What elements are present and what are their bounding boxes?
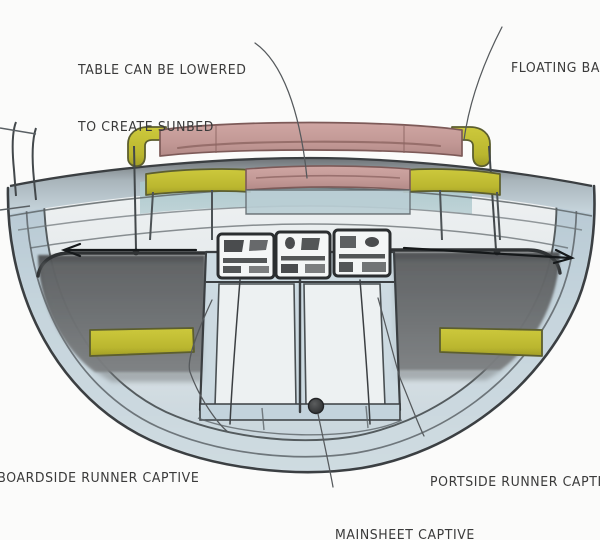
annotation-portside-runner-captive-line1: PORTSIDE RUNNER CAPTIV: [430, 473, 600, 489]
leader-table: [254, 42, 308, 179]
hull-outline: [6, 184, 596, 474]
control-line-port: [229, 279, 241, 425]
deck-step-line-2: [29, 223, 569, 249]
floating-backrest-cushion: [159, 121, 463, 157]
backrest-seam: [176, 140, 442, 150]
annotation-portside-runner-captive: PORTSIDE RUNNER CAPTIV: [430, 436, 600, 526]
floating-backrest-group: [127, 121, 491, 168]
clutch-block-mainsheet: [274, 230, 332, 280]
leader-mainsheet: [317, 413, 334, 488]
deck-rail-left-2: [0, 205, 31, 211]
arrow-port-head: [60, 242, 82, 258]
annotation-mainsheet-captive-line1: MAINSHEET CAPTIVE: [335, 526, 475, 540]
arrow-starboard-head: [552, 248, 576, 265]
lower-pad-port: [89, 327, 195, 357]
cockpit-seat-starboard-edge: [390, 248, 562, 275]
console-panel-right: [303, 283, 386, 407]
annotation-table-lowered-line2: TO CREATE SUNBED: [78, 118, 214, 135]
clutch-block-portside: [332, 228, 392, 278]
cushion-leg-3: [439, 189, 443, 241]
lower-pad-starboard: [439, 327, 543, 357]
seat-cushion-starboard: [403, 168, 501, 196]
bow-detail-lines: [197, 405, 403, 436]
console-panel-left: [214, 283, 297, 407]
cushion-leg-4: [496, 191, 501, 241]
annotation-starboardside-runner-captive-line1: RBOARDSIDE RUNNER CAPTIVE: [0, 469, 200, 485]
table-front-face: [246, 190, 410, 214]
hull-inner-gunwale: [25, 187, 578, 458]
table-cushion: [245, 165, 411, 191]
backrest-cap-left: [127, 126, 167, 168]
deck-rail-left: [0, 127, 37, 135]
cushion-leg-1: [149, 191, 154, 241]
control-lines-group: [229, 278, 371, 425]
annotation-mainsheet-captive: MAINSHEET CAPTIVE: [335, 489, 475, 540]
drain-hole: [307, 397, 325, 415]
arrow-group: [60, 242, 576, 265]
deck-post-outer-left: [11, 121, 17, 197]
stanchion-left: [133, 145, 137, 251]
table-cushion-seam: [255, 174, 401, 179]
stanchion-right: [488, 145, 497, 251]
leader-floating: [463, 26, 503, 141]
annotation-floating-backrest: FLOATING BAC: [511, 22, 600, 112]
clutch-block-starboard: [216, 232, 276, 280]
annotation-table-lowered-line1: TABLE CAN BE LOWERED: [78, 61, 247, 78]
stanchion-group: [0, 121, 501, 256]
annotation-starboardside-runner-captive: RBOARDSIDE RUNNER CAPTIVE: [0, 432, 199, 522]
transom-deck-top-edge: [9, 156, 593, 188]
arrow-starboard-shaft: [402, 246, 572, 260]
leader-portside: [377, 297, 425, 437]
annotation-table-lowered: TABLE CAN BE LOWERED TO CREATE SUNBED: [78, 22, 247, 175]
transom-seat-cushions: [145, 165, 501, 241]
table-front-outline: [245, 189, 411, 215]
leader-line-group: [188, 26, 503, 488]
control-line-starboard: [359, 279, 371, 425]
clutch-block-group: [216, 228, 392, 280]
leader-starboard: [188, 299, 229, 433]
deck-post-inner-left: [31, 127, 37, 201]
transom-lower-edge: [9, 187, 593, 217]
annotation-floating-backrest-line1: FLOATING BAC: [511, 59, 600, 75]
lower-pad-group: [89, 327, 543, 357]
